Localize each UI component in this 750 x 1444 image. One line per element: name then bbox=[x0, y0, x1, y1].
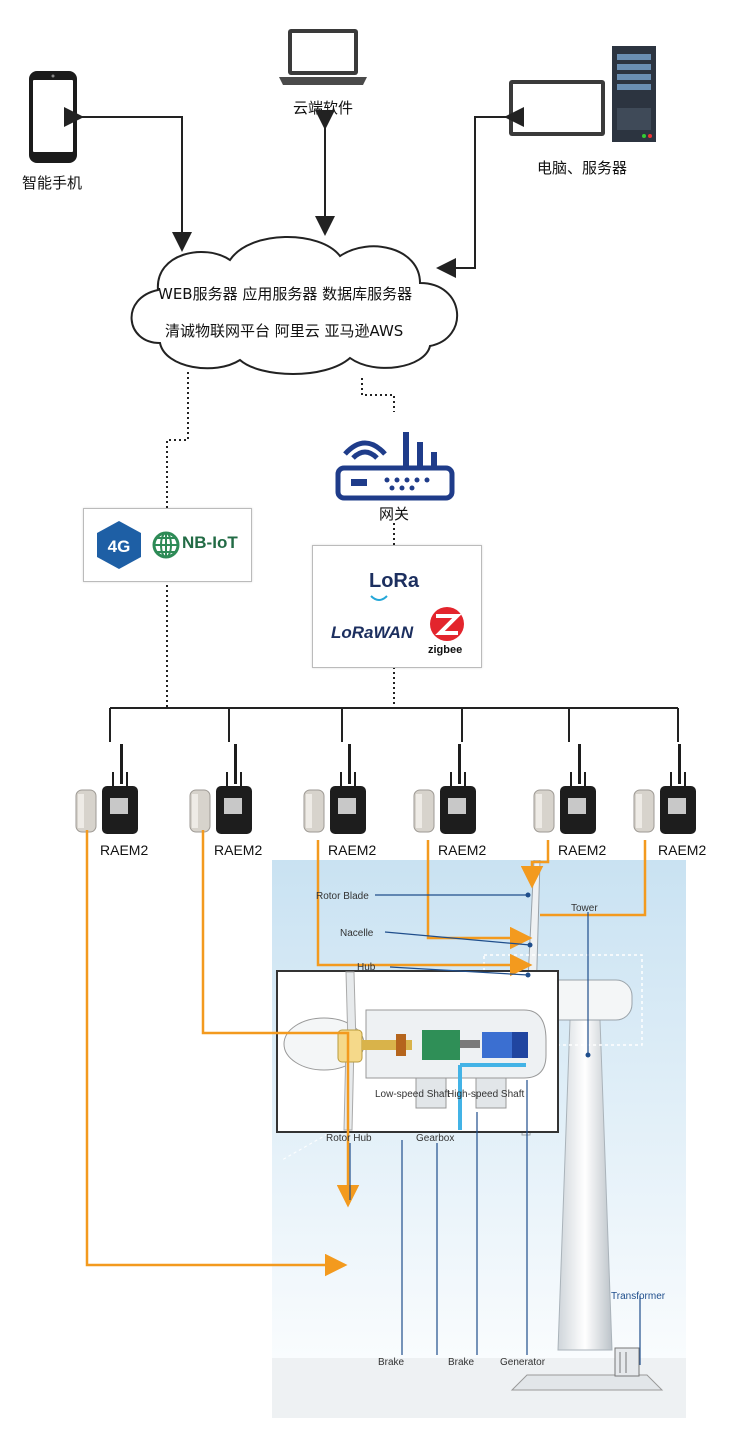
lora-wave-icon bbox=[370, 595, 388, 601]
brake-2-label: Brake bbox=[448, 1357, 475, 1368]
cloud-software-label: 云端软件 bbox=[293, 99, 354, 117]
nbiot-text: NB-IoT bbox=[182, 533, 238, 552]
sensor-unit: RAEM2 bbox=[302, 742, 376, 862]
cellular-protocol-box: 4G NB-IoT bbox=[83, 508, 252, 582]
gearbox-part bbox=[422, 1030, 460, 1060]
sensor-label: RAEM2 bbox=[558, 842, 607, 858]
transformer-label: Transformer bbox=[611, 1291, 666, 1302]
lorawan-text: LoRaWAN bbox=[331, 623, 414, 642]
low-speed-shaft-part bbox=[362, 1040, 412, 1050]
transformer-icon bbox=[614, 1347, 640, 1377]
sensor-icon bbox=[413, 744, 476, 834]
sensor-label: RAEM2 bbox=[214, 842, 263, 858]
4g-logo-icon: 4G bbox=[97, 521, 141, 569]
lora-protocol-box: LoRa LoRaWAN zigbee bbox=[312, 545, 482, 668]
generator-part bbox=[482, 1032, 512, 1058]
hub-label: Hub bbox=[357, 962, 376, 973]
sensor-unit: RAEM2 bbox=[412, 742, 486, 862]
sensor-icon bbox=[633, 744, 696, 834]
zigbee-text: zigbee bbox=[428, 644, 463, 656]
gearbox-label: Gearbox bbox=[416, 1133, 454, 1144]
sensor-label: RAEM2 bbox=[438, 842, 487, 858]
lora-text: LoRa bbox=[369, 570, 419, 592]
cloud-platforms-text: 清诚物联网平台 阿里云 亚马逊AWS bbox=[165, 322, 404, 340]
cloud-shape bbox=[130, 236, 458, 375]
pc-server-label: 电脑、服务器 bbox=[537, 159, 628, 177]
gateway-icon bbox=[335, 424, 455, 502]
4g-text: 4G bbox=[108, 537, 131, 556]
server-icon bbox=[612, 46, 656, 142]
high-speed-shaft-label: High-speed Shaft bbox=[447, 1089, 524, 1100]
brake-1-part bbox=[396, 1034, 406, 1056]
generator-label: Generator bbox=[500, 1357, 546, 1368]
zigbee-logo-icon bbox=[430, 607, 464, 641]
drivetrain-inset-diagram bbox=[276, 970, 559, 1133]
sensor-icon bbox=[189, 744, 252, 834]
sensor-unit: RAEM2 bbox=[632, 742, 706, 862]
sensor-label: RAEM2 bbox=[658, 842, 707, 858]
nacelle-label: Nacelle bbox=[340, 928, 374, 939]
sensor-unit: RAEM2 bbox=[188, 742, 262, 862]
nbiot-globe-icon bbox=[152, 531, 180, 559]
gateway-label: 网关 bbox=[379, 505, 410, 523]
sensor-icon bbox=[303, 744, 366, 834]
brake-1-label: Brake bbox=[378, 1357, 405, 1368]
sensor-unit: RAEM2 bbox=[532, 742, 606, 862]
cloud-servers-text: WEB服务器 应用服务器 数据库服务器 bbox=[158, 285, 413, 303]
tower-label: Tower bbox=[571, 903, 598, 914]
wind-turbine-diagram bbox=[272, 860, 686, 1418]
low-speed-shaft-label: Low-speed Shaft bbox=[375, 1089, 450, 1100]
rotor-hub-label: Rotor Hub bbox=[326, 1133, 372, 1144]
sensor-label: RAEM2 bbox=[100, 842, 149, 858]
sensor-icon bbox=[533, 744, 596, 834]
rotor-blade-label: Rotor Blade bbox=[316, 891, 369, 902]
sensor-label: RAEM2 bbox=[328, 842, 377, 858]
laptop-icon bbox=[277, 27, 369, 87]
monitor-icon bbox=[507, 80, 607, 140]
